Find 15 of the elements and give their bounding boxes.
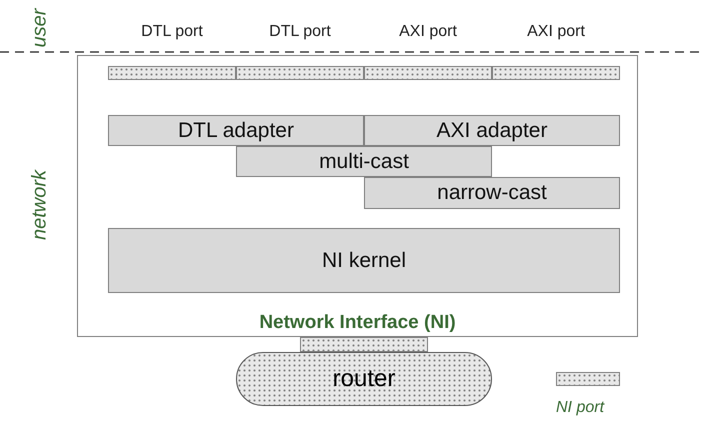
adapter-block: AXI adapter: [364, 115, 620, 146]
adapter-block: DTL adapter: [108, 115, 364, 146]
legend-label: NI port: [556, 399, 604, 417]
kernel-block: NI kernel: [108, 228, 620, 293]
port-label: AXI port: [398, 23, 458, 41]
interface-title: Network Interface (NI): [258, 312, 457, 334]
port-label: DTL port: [268, 23, 332, 41]
region-label: network: [28, 170, 52, 240]
narrowcast-block: narrow-cast: [364, 177, 620, 209]
router-shape: router: [236, 352, 492, 406]
port-bar: [300, 337, 428, 352]
port-label: DTL port: [140, 23, 204, 41]
multicast-block: multi-cast: [236, 146, 492, 177]
region-label: user: [28, 8, 52, 48]
port-label: AXI port: [526, 23, 586, 41]
